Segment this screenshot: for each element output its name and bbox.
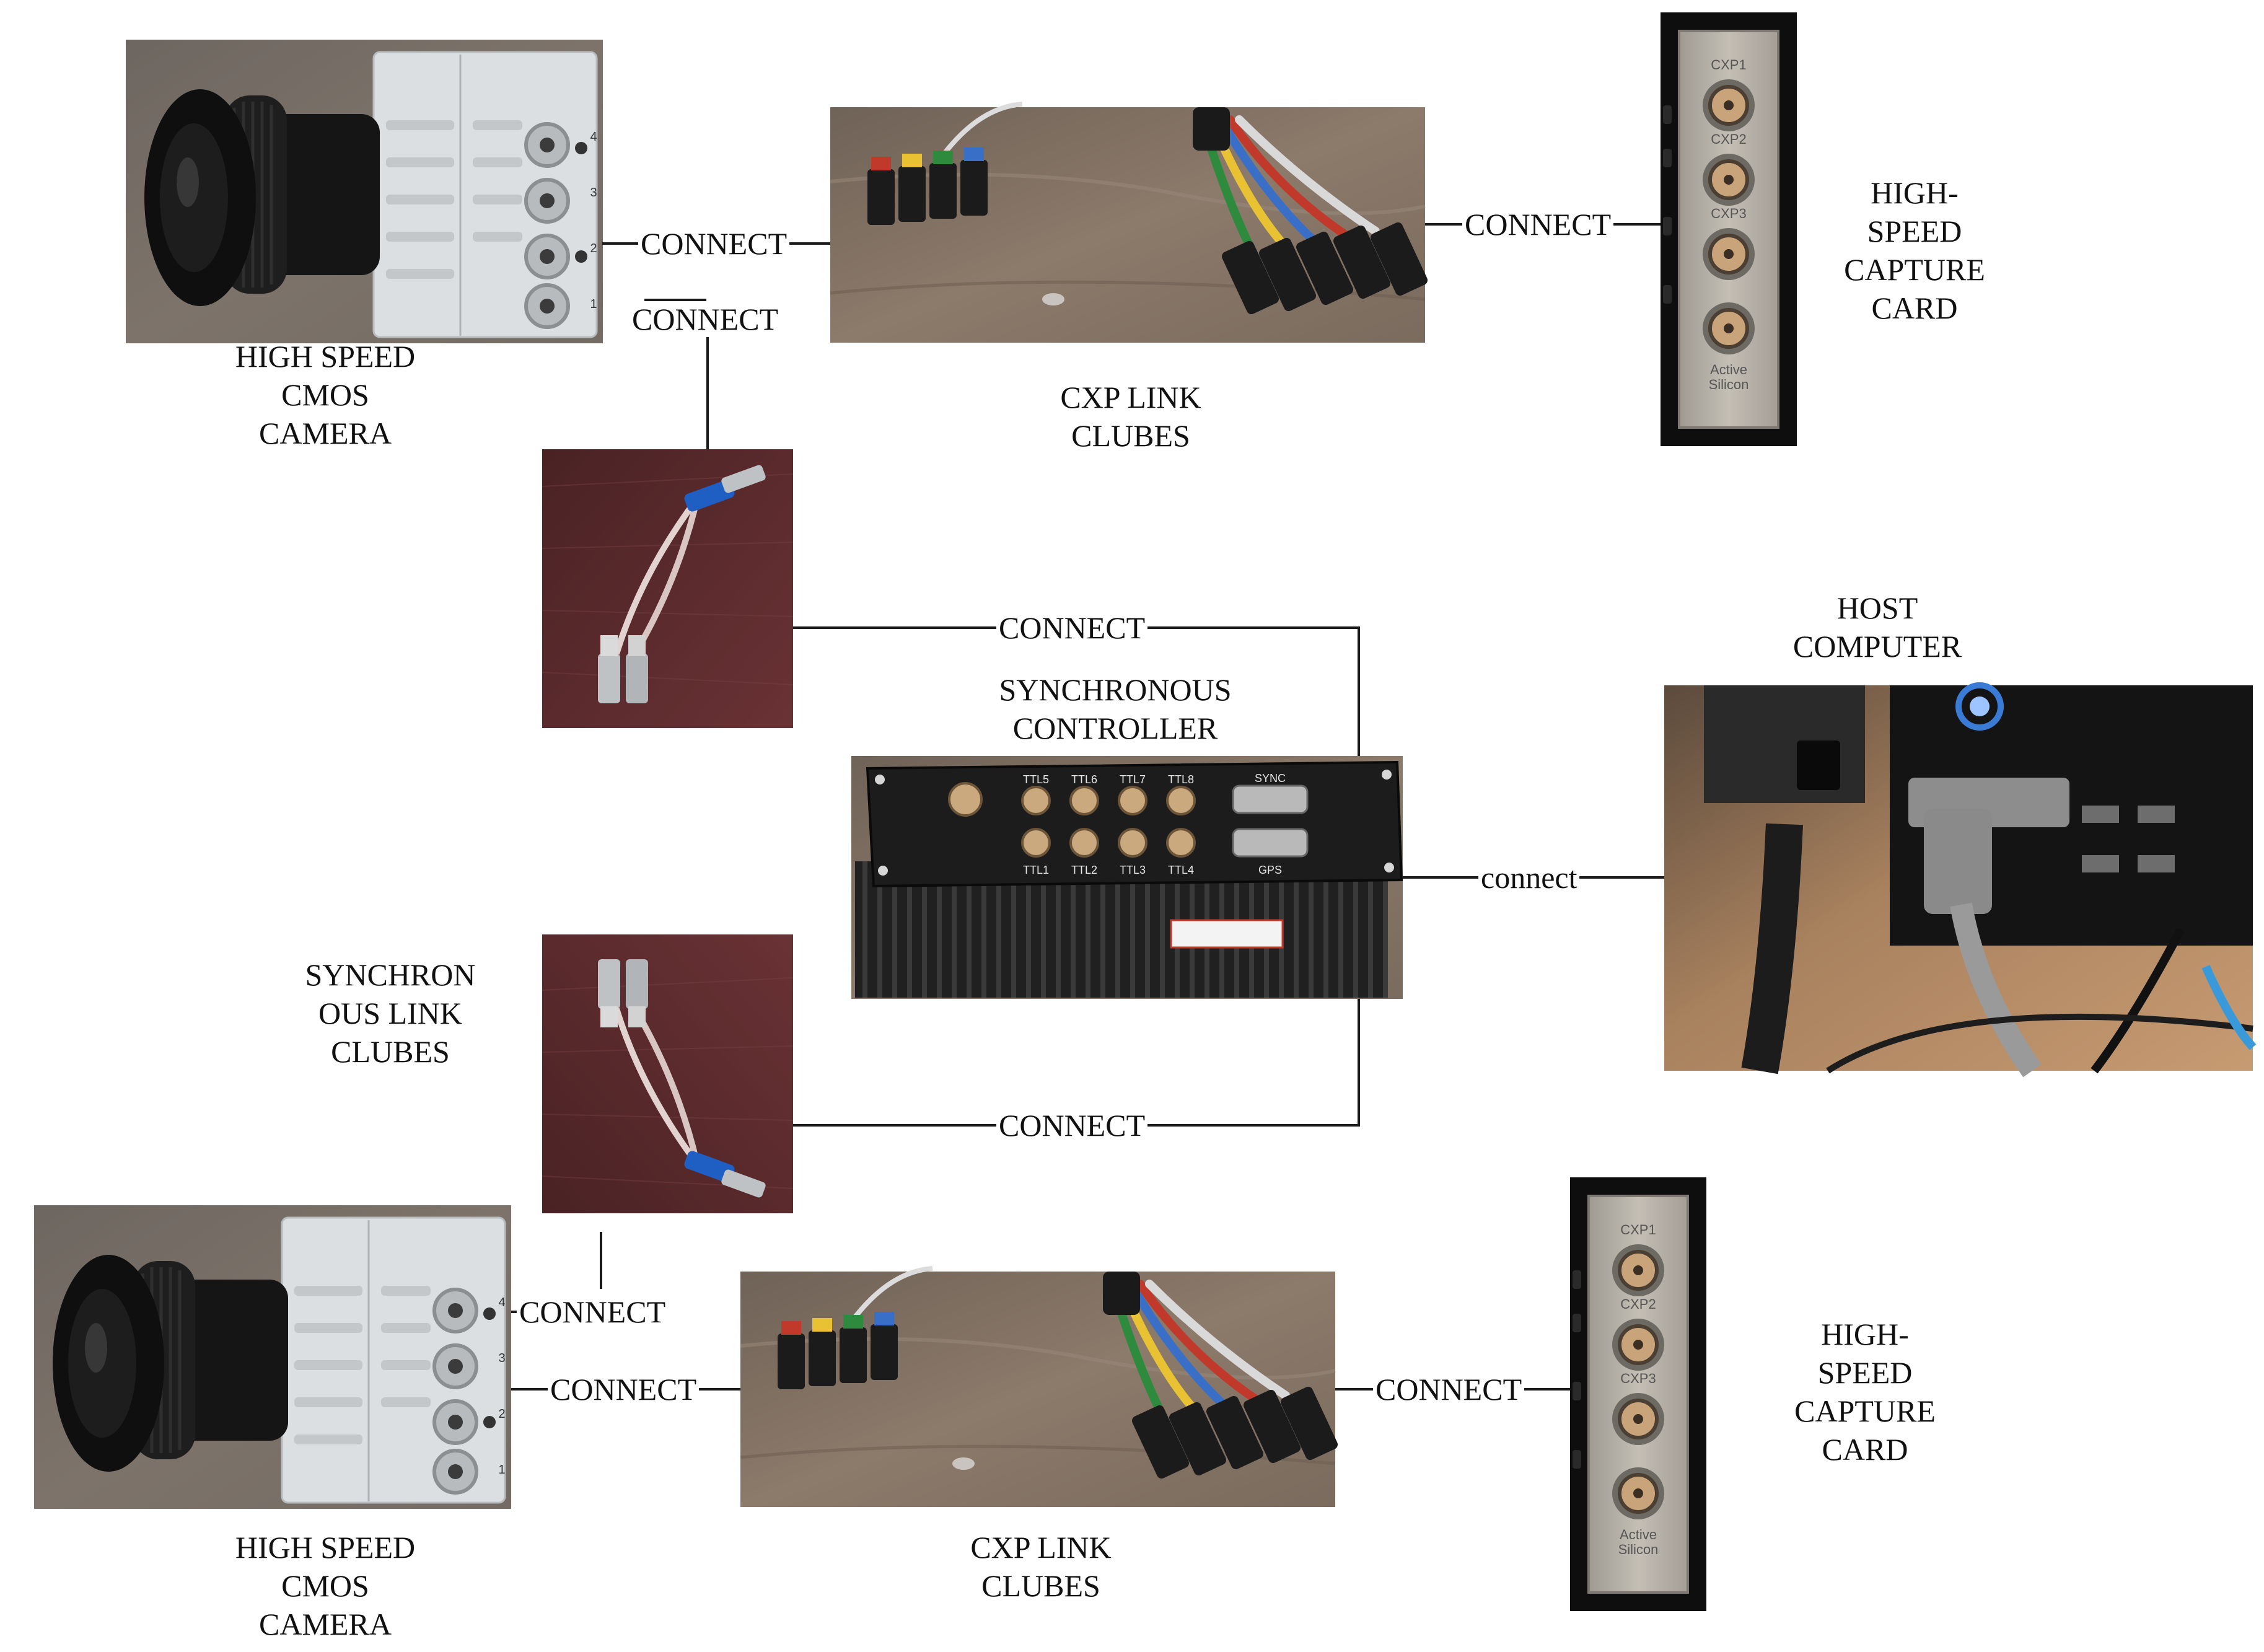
sync-controller-label-line: SYNCHRONOUS <box>999 672 1232 707</box>
camera-top-port-4: 4 <box>590 130 597 144</box>
connect-label-cxp-bottom-card: CONNECT <box>1373 1373 1525 1406</box>
connect-label-sync-camera-bottom: CONNECT <box>517 1295 669 1329</box>
camera-top-port-3: 3 <box>590 186 597 200</box>
card-top-port-cxp2: CXP2 <box>1711 131 1747 147</box>
camera-bottom-label-line: CAMERA <box>259 1607 392 1641</box>
connect-label-camera-top-sync: CONNECT <box>630 302 781 336</box>
connect-label-sync-top-controller: CONNECT <box>996 611 1148 644</box>
card-top-label-line: SPEED <box>1867 214 1962 248</box>
sync-link-label-line: CLUBES <box>331 1034 450 1069</box>
card-bottom-port-labels: CXP1 CXP2 CXP3 <box>1612 1222 1664 1445</box>
sync-cable-bottom-photo <box>542 934 793 1213</box>
connect-label-camera-top-cxp: CONNECT <box>638 227 790 260</box>
card-bottom-label: HIGH- SPEED CAPTURE CARD <box>1735 1315 1995 1469</box>
camera-bottom-label-line: HIGH SPEED <box>235 1530 416 1565</box>
card-bottom-label-line: CAPTURE <box>1794 1394 1936 1428</box>
controller-port-ttl7: TTL7 <box>1120 773 1146 786</box>
sync-controller-photo: SYNC TTL5 TTL6 TTL7 TTL8 GPS TTL1 TTL2 T… <box>851 756 1403 999</box>
card-bottom-label-line: HIGH- <box>1821 1317 1909 1351</box>
cxp-cable-top-photo <box>830 104 1429 343</box>
sync-cable-top-photo <box>542 449 793 728</box>
card-top-label: HIGH- SPEED CAPTURE CARD <box>1784 174 2045 327</box>
sync-controller-label: SYNCHRONOUS CONTROLLER <box>954 670 1276 747</box>
camera-bottom-port-1: 1 <box>498 1463 506 1477</box>
camera-top-port-numbers: 4 3 2 1 <box>587 130 600 353</box>
camera-bottom-port-4: 4 <box>498 1296 506 1309</box>
card-top-label-line: HIGH- <box>1871 175 1959 210</box>
connect-label-controller-host: connect <box>1478 861 1580 894</box>
card-top-port-cxp1: CXP1 <box>1711 57 1747 72</box>
card-top-label-line: CAPTURE <box>1844 252 1985 287</box>
card-top-label-line: CARD <box>1871 291 1958 325</box>
sync-link-label: SYNCHRON OUS LINK CLUBES <box>260 956 520 1071</box>
card-bottom-brand: Active Silicon <box>1607 1527 1669 1557</box>
cxp-bottom-label-line: CLUBES <box>981 1568 1100 1603</box>
host-computer-photo <box>1664 682 2257 1078</box>
camera-bottom-port-numbers: 4 3 2 1 <box>496 1296 508 1519</box>
controller-port-ttl2: TTL2 <box>1071 864 1097 876</box>
camera-top-label: HIGH SPEED CMOS CAMERA <box>180 337 471 452</box>
connect-label-sync-bottom-controller: CONNECT <box>996 1109 1148 1142</box>
camera-bottom-label-line: CMOS <box>281 1568 369 1603</box>
cxp-bottom-label-line: CXP LINK <box>970 1530 1112 1565</box>
controller-port-ttl6: TTL6 <box>1071 773 1097 786</box>
cxp-top-label-line: CXP LINK <box>1060 380 1201 415</box>
controller-port-ttl5: TTL5 <box>1023 773 1049 786</box>
connect-label-cxp-top-card: CONNECT <box>1462 208 1614 241</box>
sync-link-label-line: OUS LINK <box>318 996 462 1030</box>
camera-bottom-label: HIGH SPEED CMOS CAMERA <box>180 1528 471 1643</box>
cxp-cable-bottom-photo <box>740 1268 1340 1507</box>
camera-bottom-port-3: 3 <box>498 1351 506 1365</box>
sync-controller-label-line: CONTROLLER <box>1012 711 1218 745</box>
camera-top-label-line: HIGH SPEED <box>235 339 416 374</box>
controller-port-gps: GPS <box>1258 864 1282 876</box>
card-bottom-port-cxp3: CXP3 <box>1620 1371 1656 1386</box>
controller-port-sync: SYNC <box>1255 772 1286 784</box>
card-bottom-label-line: SPEED <box>1817 1355 1913 1390</box>
controller-port-ttl3: TTL3 <box>1120 864 1146 876</box>
sync-link-label-line: SYNCHRON <box>305 957 476 992</box>
camera-top-label-line: CMOS <box>281 377 369 412</box>
camera-bottom-port-2: 2 <box>498 1407 506 1421</box>
controller-port-ttl4: TTL4 <box>1168 864 1194 876</box>
cxp-bottom-label: CXP LINK CLUBES <box>898 1528 1183 1605</box>
card-bottom-label-line: CARD <box>1822 1432 1908 1467</box>
host-computer-label: HOST COMPUTER <box>1741 589 2014 666</box>
camera-top-photo <box>126 40 603 343</box>
controller-port-ttl1: TTL1 <box>1023 864 1049 876</box>
cxp-top-label-line: CLUBES <box>1071 418 1190 453</box>
card-top-port-labels: CXP1 CXP2 CXP3 <box>1703 57 1755 280</box>
host-computer-label-line: HOST <box>1836 591 1918 625</box>
card-top-brand-line: Active <box>1710 362 1747 377</box>
camera-bottom-photo <box>34 1205 511 1509</box>
cxp-top-label: CXP LINK CLUBES <box>988 378 1273 455</box>
card-top-brand: Active Silicon <box>1698 362 1760 392</box>
camera-top-port-1: 1 <box>590 297 597 311</box>
card-bottom-port-cxp2: CXP2 <box>1620 1296 1656 1312</box>
connect-label-camera-bottom-cxp: CONNECT <box>548 1373 700 1406</box>
card-top-port-cxp3: CXP3 <box>1711 206 1747 221</box>
card-bottom-brand-line: Silicon <box>1618 1542 1659 1557</box>
host-computer-label-line: COMPUTER <box>1792 629 1962 664</box>
card-bottom-brand-line: Active <box>1620 1527 1657 1542</box>
card-top-brand-line: Silicon <box>1708 377 1749 392</box>
card-bottom-port-cxp1: CXP1 <box>1620 1222 1656 1237</box>
camera-top-label-line: CAMERA <box>259 416 392 450</box>
controller-port-ttl8: TTL8 <box>1168 773 1194 786</box>
camera-top-port-2: 2 <box>590 242 597 255</box>
